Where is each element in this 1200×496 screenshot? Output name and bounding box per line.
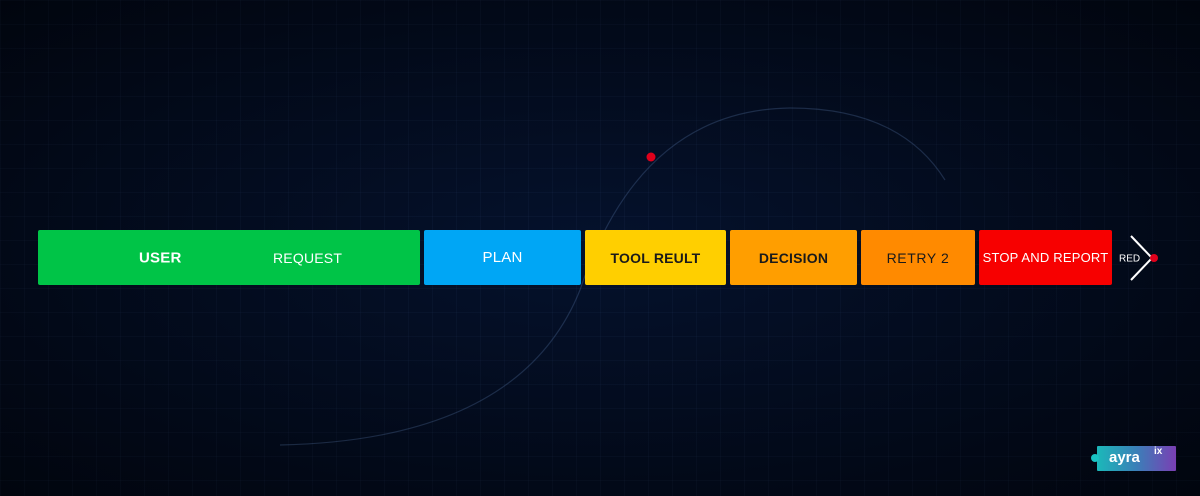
brand-suffix: ix: [1154, 446, 1163, 457]
accent-dot-end: [1150, 254, 1158, 262]
flow-arrow-lower: [1130, 257, 1153, 281]
brand-badge: ayra ix: [1091, 446, 1176, 471]
step-request-label: REQUEST: [273, 249, 343, 266]
step-decision: DECISION: [730, 230, 857, 285]
step-user-request: USER REQUEST: [38, 230, 420, 285]
end-label: RED: [1119, 253, 1141, 265]
step-tool-result: TOOL REULT: [585, 230, 726, 285]
step-decision-label: DECISION: [758, 249, 829, 266]
step-plan: PLAN: [424, 230, 581, 285]
brand-dot-icon: [1091, 454, 1099, 462]
flow-arrow-upper: [1130, 235, 1153, 259]
step-tool-result-label: TOOL REULT: [610, 249, 701, 266]
step-user-label: USER: [139, 249, 182, 266]
decorative-arc: [279, 107, 946, 446]
step-plan-label: PLAN: [482, 249, 523, 266]
step-retry: RETRY 2: [861, 230, 975, 285]
accent-dot-top: [646, 152, 656, 162]
process-flow-bar: USER REQUEST PLAN TOOL REULT DECISION RE…: [38, 230, 1114, 285]
brand-name: ayra: [1109, 449, 1140, 466]
step-stop-and-report: STOP AND REPORT: [979, 230, 1112, 285]
step-stop-label: STOP AND REPORT: [982, 250, 1109, 265]
step-retry-label: RETRY 2: [886, 249, 950, 266]
